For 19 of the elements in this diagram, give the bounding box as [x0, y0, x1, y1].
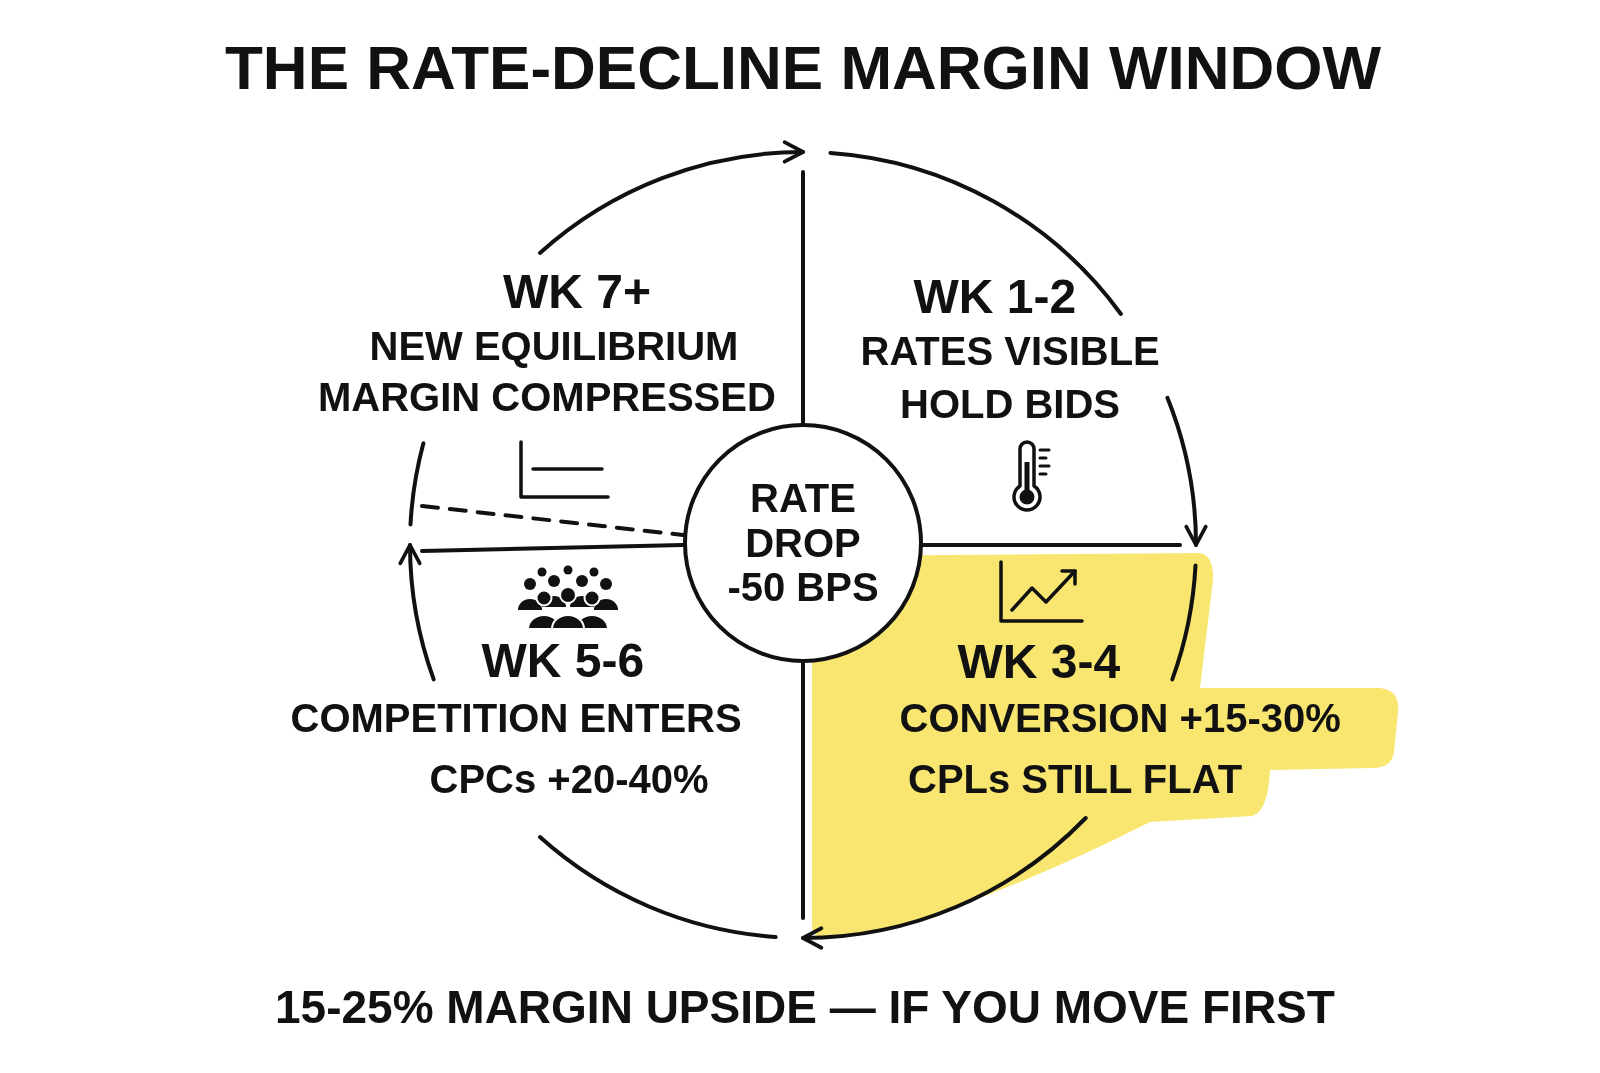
week-heading: WK 1-2 — [913, 271, 1077, 324]
stage-text: NEW EQUILIBRIUM — [369, 324, 739, 368]
stage-text: CONVERSION +15-30% — [899, 696, 1341, 740]
week-heading: WK 5-6 — [481, 635, 645, 688]
curved-arrow — [1165, 395, 1207, 547]
curved-arrow — [801, 816, 1088, 949]
stage-text: MARGIN COMPRESSED — [318, 375, 776, 419]
stage-text: COMPETITION ENTERS — [290, 696, 742, 740]
stage-text: HOLD BIDS — [900, 382, 1120, 426]
week-heading: WK 3-4 — [957, 636, 1121, 689]
caption-text: 15-25% MARGIN UPSIDE — IF YOU MOVE FIRST — [275, 982, 1335, 1033]
stage-text: RATES VISIBLE — [860, 329, 1160, 373]
curved-arrow — [399, 543, 436, 682]
center-circle: RATE DROP -50 BPS — [683, 423, 923, 663]
curved-arrow — [538, 141, 805, 255]
week-heading: WK 7+ — [503, 266, 652, 319]
stage-text: CPLs STILL FLAT — [908, 757, 1243, 801]
diagram-title: THE RATE-DECLINE MARGIN WINDOW — [225, 34, 1382, 103]
stage-text: CPCs +20-40% — [429, 757, 709, 801]
